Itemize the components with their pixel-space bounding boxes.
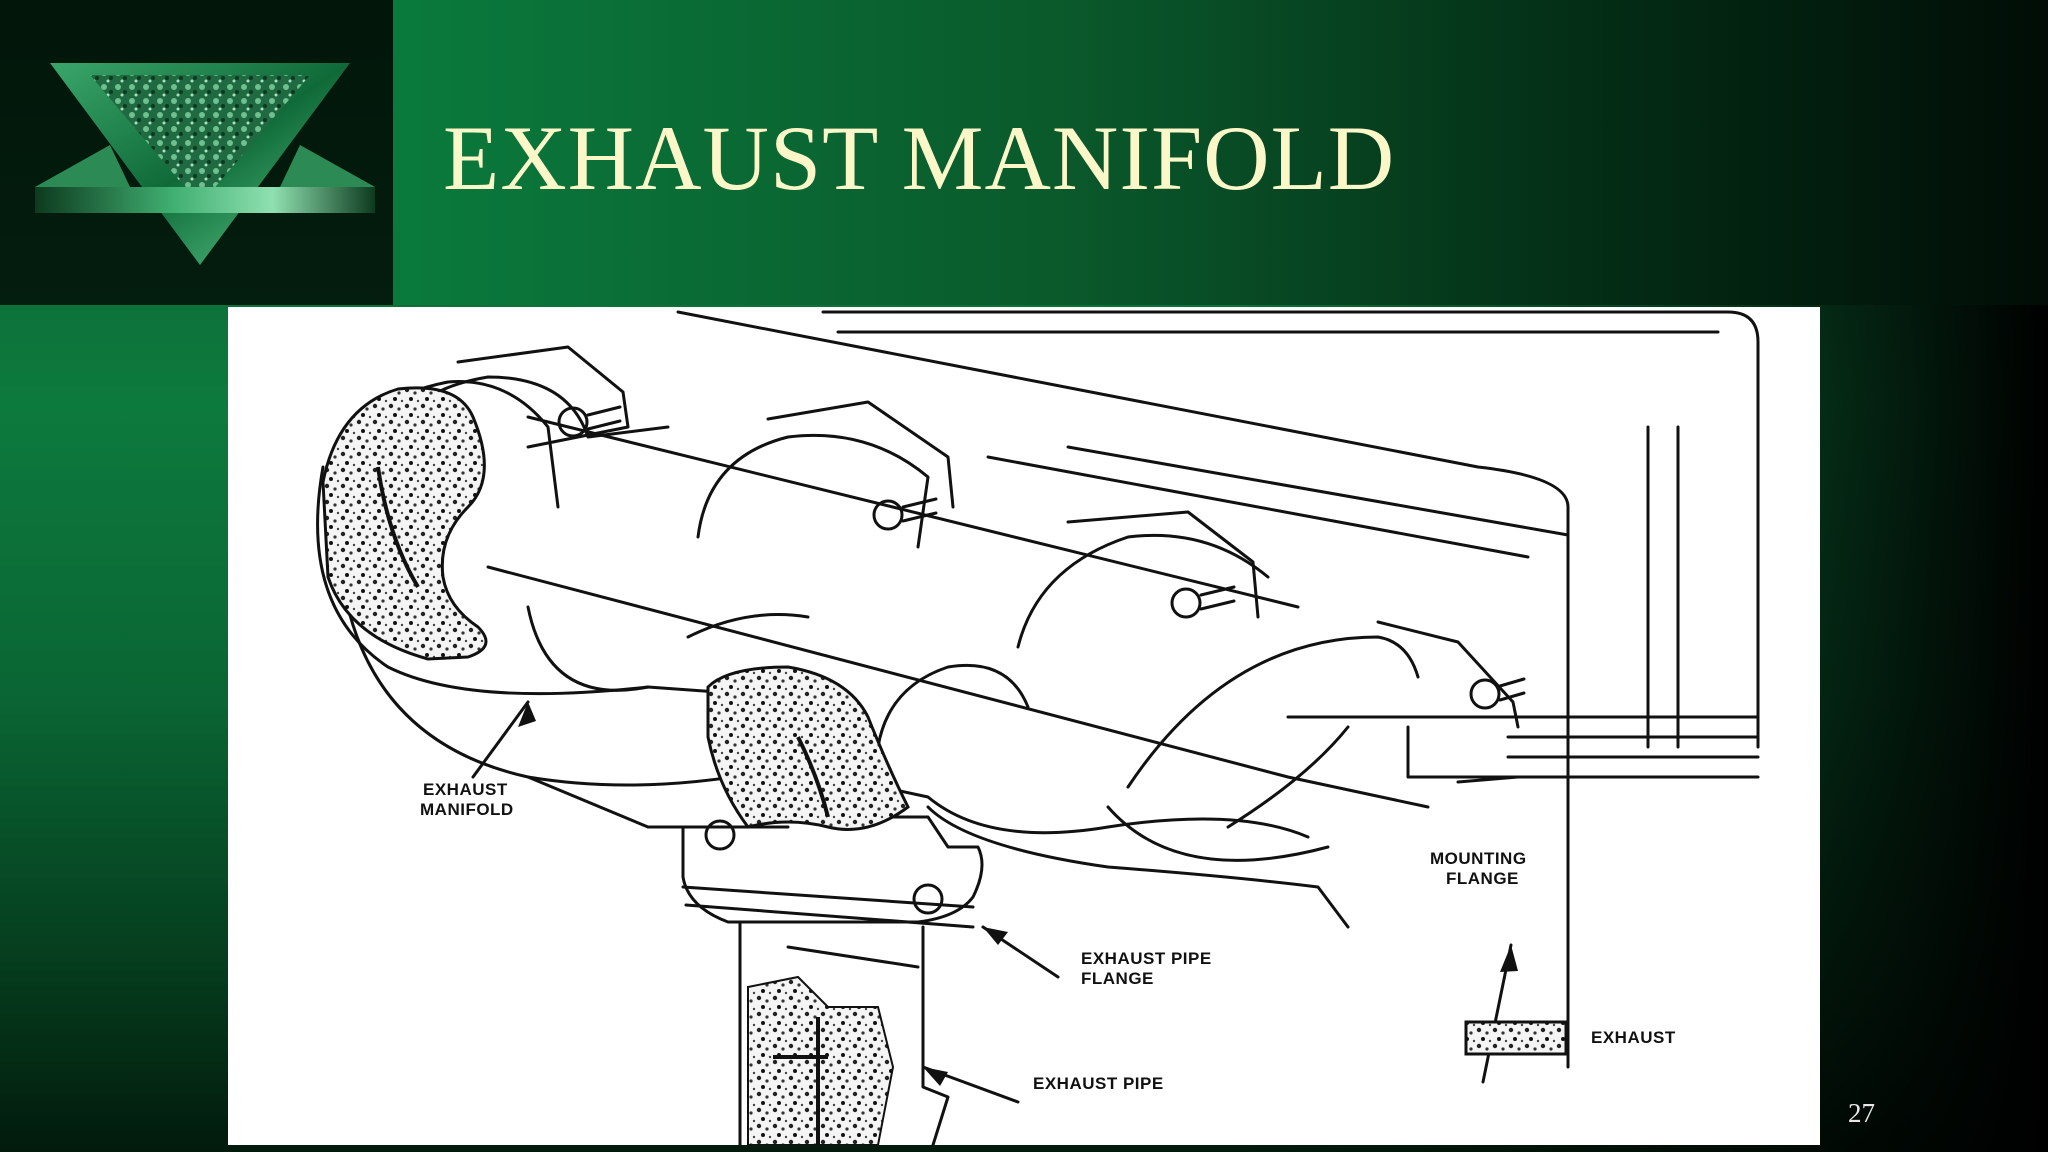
label-exhaust-pipe-flange-1: EXHAUST PIPE <box>1081 949 1212 968</box>
label-exhaust-manifold-2: MANIFOLD <box>420 800 514 819</box>
exhaust-manifold-diagram: EXHAUST MANIFOLD MOUNTING FLANGE EXHAUST… <box>316 310 1760 1145</box>
label-mounting-flange-1: MOUNTING <box>1430 849 1527 868</box>
label-mounting-flange-2: FLANGE <box>1446 869 1519 888</box>
label-exhaust-pipe-flange-2: FLANGE <box>1081 969 1154 988</box>
slide-title: EXHAUST MANIFOLD <box>443 107 1396 209</box>
header-band <box>393 0 2048 305</box>
logo-panel <box>0 0 393 305</box>
diagram-frame: EXHAUST MANIFOLD MOUNTING FLANGE EXHAUST… <box>228 307 1820 1145</box>
label-exhaust-pipe: EXHAUST PIPE <box>1033 1074 1164 1093</box>
triangle-logo-icon <box>35 63 375 265</box>
label-exhaust-manifold-1: EXHAUST <box>423 780 508 799</box>
legend-label-exhaust: EXHAUST <box>1591 1028 1676 1047</box>
slide-number: 27 <box>1848 1098 1875 1128</box>
